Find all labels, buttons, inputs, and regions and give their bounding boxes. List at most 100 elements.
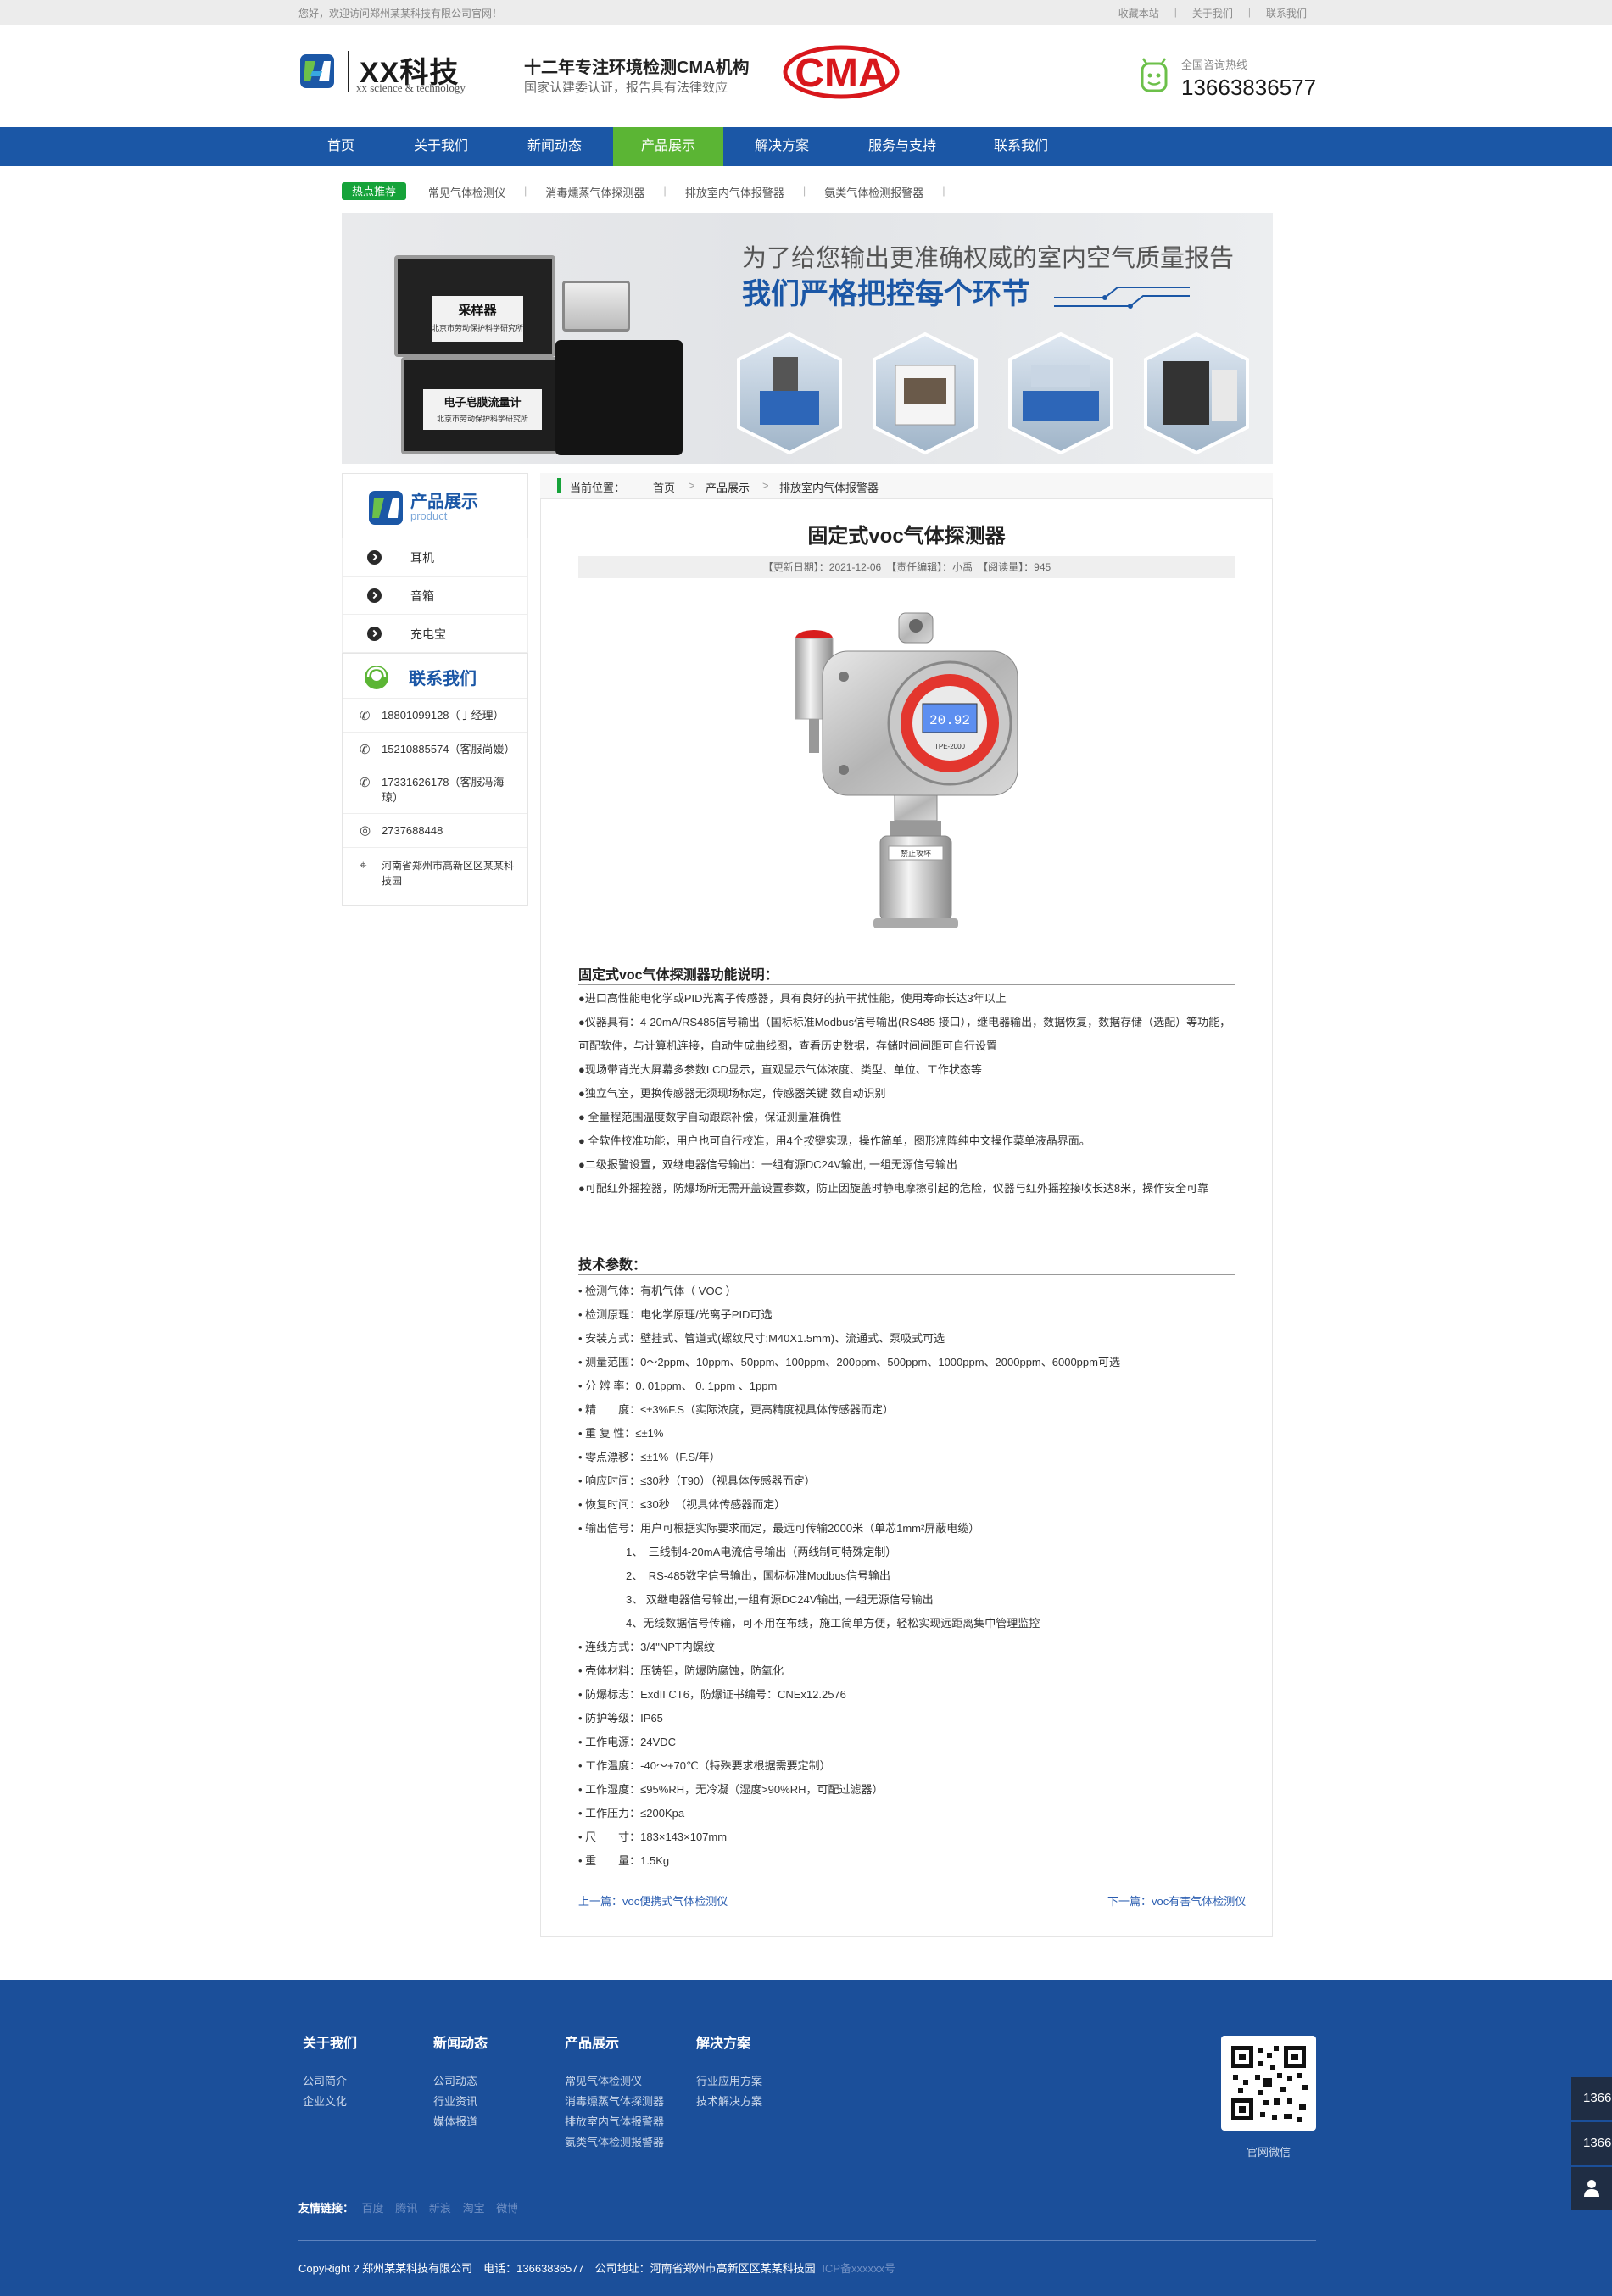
spec-item: • 输出信号：用户可根据实际要求而定，最远可传输2000米（单芯1mm²屏蔽电缆…: [578, 1522, 980, 1535]
sidebar-item-powerbank[interactable]: 充电宝: [342, 615, 528, 653]
contact-row: ◎ 2737688448: [343, 813, 527, 847]
spec-item: • 防护等级：IP65: [578, 1712, 663, 1725]
float-phone-1[interactable]: 13663836577: [1571, 2077, 1612, 2120]
feature-item: ●独立气室，更换传感器无须现场标定，传感器关键 数自动识别: [578, 1087, 886, 1100]
device-brand: TPE-2000: [934, 743, 966, 750]
spec-item: • 检测原理：电化学原理/光离子PID可选: [578, 1308, 773, 1321]
contact-text[interactable]: 17331626178（客服冯海琼）: [382, 776, 505, 804]
nav-products[interactable]: 产品展示: [613, 127, 723, 166]
footer-link[interactable]: 行业应用方案: [696, 2075, 763, 2087]
hotline-phone[interactable]: 13663836577: [1181, 75, 1317, 100]
footer-link[interactable]: 排放室内气体报警器: [565, 2115, 665, 2128]
spec-item: • 重 量：1.5Kg: [578, 1854, 670, 1867]
spec-item: • 分 辨 率：0. 01ppm、 0. 1ppm 、1ppm: [578, 1379, 778, 1392]
icp-link[interactable]: ICP备xxxxxx号: [822, 2262, 895, 2275]
footer-link[interactable]: 媒体报道: [433, 2115, 478, 2128]
prev-article-link[interactable]: 上一篇：voc便携式气体检测仪: [578, 1895, 728, 1908]
footer-link[interactable]: 公司动态: [433, 2075, 478, 2087]
contact-text[interactable]: 2737688448: [382, 824, 443, 837]
contact-link[interactable]: 联系我们: [1265, 8, 1307, 20]
main-nav: 首页 关于我们 新闻动态 产品展示 解决方案 服务与支持 联系我们: [0, 127, 1612, 166]
about-link[interactable]: 关于我们: [1191, 8, 1233, 20]
contact-text[interactable]: 15210885574（客服尚媛）: [382, 743, 516, 755]
feature-item: ●二级报警设置，双继电器信号输出：一组有源DC24V输出, 一组无源信号输出: [578, 1158, 957, 1171]
spec-item: • 零点漂移：≤±1%（F.S/年）: [578, 1451, 721, 1463]
friend-link[interactable]: 新浪: [428, 2202, 451, 2215]
footer-link[interactable]: 消毒燻蒸气体探测器: [565, 2095, 665, 2108]
spec-item: • 检测气体：有机气体（ VOC ）: [578, 1285, 737, 1297]
friend-link[interactable]: 淘宝: [462, 2202, 485, 2215]
bookmark-link[interactable]: 收藏本站: [1118, 8, 1159, 20]
lab-photos: [737, 332, 1249, 455]
breadcrumb-home[interactable]: 首页: [653, 482, 676, 494]
footer-link[interactable]: 常见气体检测仪: [565, 2075, 643, 2087]
nav-solutions[interactable]: 解决方案: [754, 139, 809, 153]
breadcrumb-label: 当前位置：: [570, 482, 626, 494]
logo-icon[interactable]: [298, 53, 336, 90]
float-phone-2[interactable]: 13663836577: [1571, 2122, 1612, 2165]
footer-link[interactable]: 企业文化: [303, 2095, 348, 2108]
user-icon: [1584, 2180, 1599, 2197]
friend-link[interactable]: 腾讯: [395, 2202, 418, 2215]
breadcrumb-products[interactable]: 产品展示: [706, 482, 750, 494]
friend-link[interactable]: 百度: [361, 2202, 384, 2215]
feature-item: ●可配红外摇控器，防爆场所无需开盖设置参数，防止因旋盖时静电摩擦引起的危险，仪器…: [578, 1182, 1209, 1195]
nav-home[interactable]: 首页: [326, 139, 354, 153]
nav-services[interactable]: 服务与支持: [867, 139, 936, 153]
feature-item: ●仪器具有：4-20mA/RS485信号输出（国标标准Modbus信号输出(RS…: [578, 1016, 1231, 1052]
contact-text[interactable]: 18801099128（丁经理）: [382, 709, 505, 722]
breadcrumb-current[interactable]: 排放室内气体报警器: [779, 482, 879, 494]
float-user-button[interactable]: [1571, 2167, 1612, 2210]
chevron-right-icon: [367, 627, 382, 641]
footer-divider: [298, 2240, 1316, 2241]
spec-item: • 壳体材料：压铸铝，防爆防腐蚀，防氧化: [578, 1664, 784, 1677]
footer-link[interactable]: 行业资讯: [433, 2095, 478, 2108]
logo-name[interactable]: XX科技: [360, 57, 460, 89]
next-article-link[interactable]: 下一篇：voc有害气体检测仪: [1107, 1895, 1247, 1908]
spec-item: • 工作电源：24VDC: [578, 1736, 677, 1748]
spec-item: • 重 复 性：≤±1%: [578, 1427, 664, 1440]
spec-item: • 测量范围：0～2ppm、10ppm、50ppm、100ppm、200ppm、…: [578, 1356, 1120, 1368]
separator: |: [1174, 6, 1177, 18]
case-subtitle: 北京市劳动保护科学研究所: [436, 415, 528, 423]
flowmeter-case: 电子皂膜流量计 北京市劳动保护科学研究所: [401, 357, 562, 454]
spec-item: • 精 度：≤±3%F.S（实际浓度，更高精度视具体传感器而定）: [578, 1403, 895, 1416]
sidebar-item-earphone[interactable]: 耳机: [342, 538, 528, 577]
footer-link[interactable]: 公司简介: [303, 2075, 348, 2087]
feature-item: ● 全软件校准功能，用户也可自行校准，用4个按键实现，操作简单，图形凉阵纯中文操…: [578, 1134, 1090, 1147]
spec-item: • 工作湿度：≤95%RH，无冷凝（湿度>90%RH，可配过滤器）: [578, 1783, 884, 1796]
features-heading: 固定式voc气体探测器功能说明：: [578, 968, 778, 983]
hot-link[interactable]: 氨类气体检测报警器: [824, 187, 924, 199]
case-title: 采样器: [458, 304, 497, 318]
sidebar-item-speaker[interactable]: 音箱: [342, 577, 528, 615]
hot-link[interactable]: 排放室内气体报警器: [684, 187, 784, 199]
spec-item: • 工作压力：≤200Kpa: [578, 1807, 685, 1820]
breadcrumb-separator: >: [689, 479, 695, 492]
nav-contact[interactable]: 联系我们: [993, 139, 1048, 153]
separator: |: [524, 184, 527, 197]
hot-link[interactable]: 常见气体检测仪: [428, 187, 506, 199]
article-title: 固定式voc气体探测器: [807, 525, 1006, 548]
contact-row: ⌖ 河南省郑州市高新区区某某科技园: [343, 847, 527, 905]
chevron-right-icon: [367, 550, 382, 565]
hot-link[interactable]: 消毒燻蒸气体探测器: [545, 187, 645, 199]
spec-item: • 连线方式：3/4"NPT内螺纹: [578, 1641, 715, 1653]
nav-about[interactable]: 关于我们: [413, 139, 468, 153]
friend-link[interactable]: 微博: [496, 2202, 519, 2215]
product-image: 20.92 TPE-2000 禁止攻坏: [795, 612, 1018, 928]
hotline-icon: [1141, 58, 1168, 92]
location-icon: ⌖: [360, 858, 367, 872]
specs-divider: [578, 1274, 1235, 1275]
nav-news[interactable]: 新闻动态: [527, 139, 582, 153]
breadcrumb-separator: >: [762, 479, 769, 492]
footer: [0, 1980, 1612, 2296]
specs-heading: 技术参数：: [578, 1258, 647, 1273]
footer-col-title: 产品展示: [565, 2037, 620, 2051]
sidebar-products-title: 产品展示: [410, 493, 478, 511]
hot-links: 常见气体检测仪 | 消毒燻蒸气体探测器 | 排放室内气体报警器 | 氨类气体检测…: [428, 184, 964, 200]
device-display-value: 20.92: [929, 713, 970, 728]
feature-item: ●现场带背光大屏幕多参数LCD显示，直观显示气体浓度、类型、单位、工作状态等: [578, 1063, 982, 1076]
phone-icon: ✆: [360, 709, 371, 723]
footer-link[interactable]: 技术解决方案: [696, 2095, 763, 2108]
footer-link[interactable]: 氨类气体检测报警器: [565, 2136, 665, 2148]
